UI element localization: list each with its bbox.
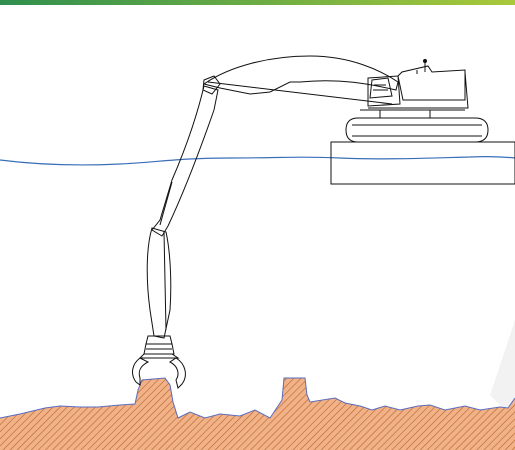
seabed xyxy=(0,378,515,450)
stick-link xyxy=(159,181,173,226)
boom-hydraulic-line xyxy=(207,81,393,105)
lower-arm-link xyxy=(163,231,167,331)
grapple-icon xyxy=(132,335,186,389)
excavator-icon xyxy=(345,59,489,143)
background-shadow xyxy=(490,320,515,420)
excavator-stick-arm xyxy=(151,85,219,237)
excavator-lower-arm xyxy=(146,227,172,339)
seabed-outline xyxy=(0,377,515,419)
barge xyxy=(330,141,515,185)
top-color-strip xyxy=(0,0,515,5)
water-surface xyxy=(0,155,515,166)
excavator-boom xyxy=(202,55,399,95)
